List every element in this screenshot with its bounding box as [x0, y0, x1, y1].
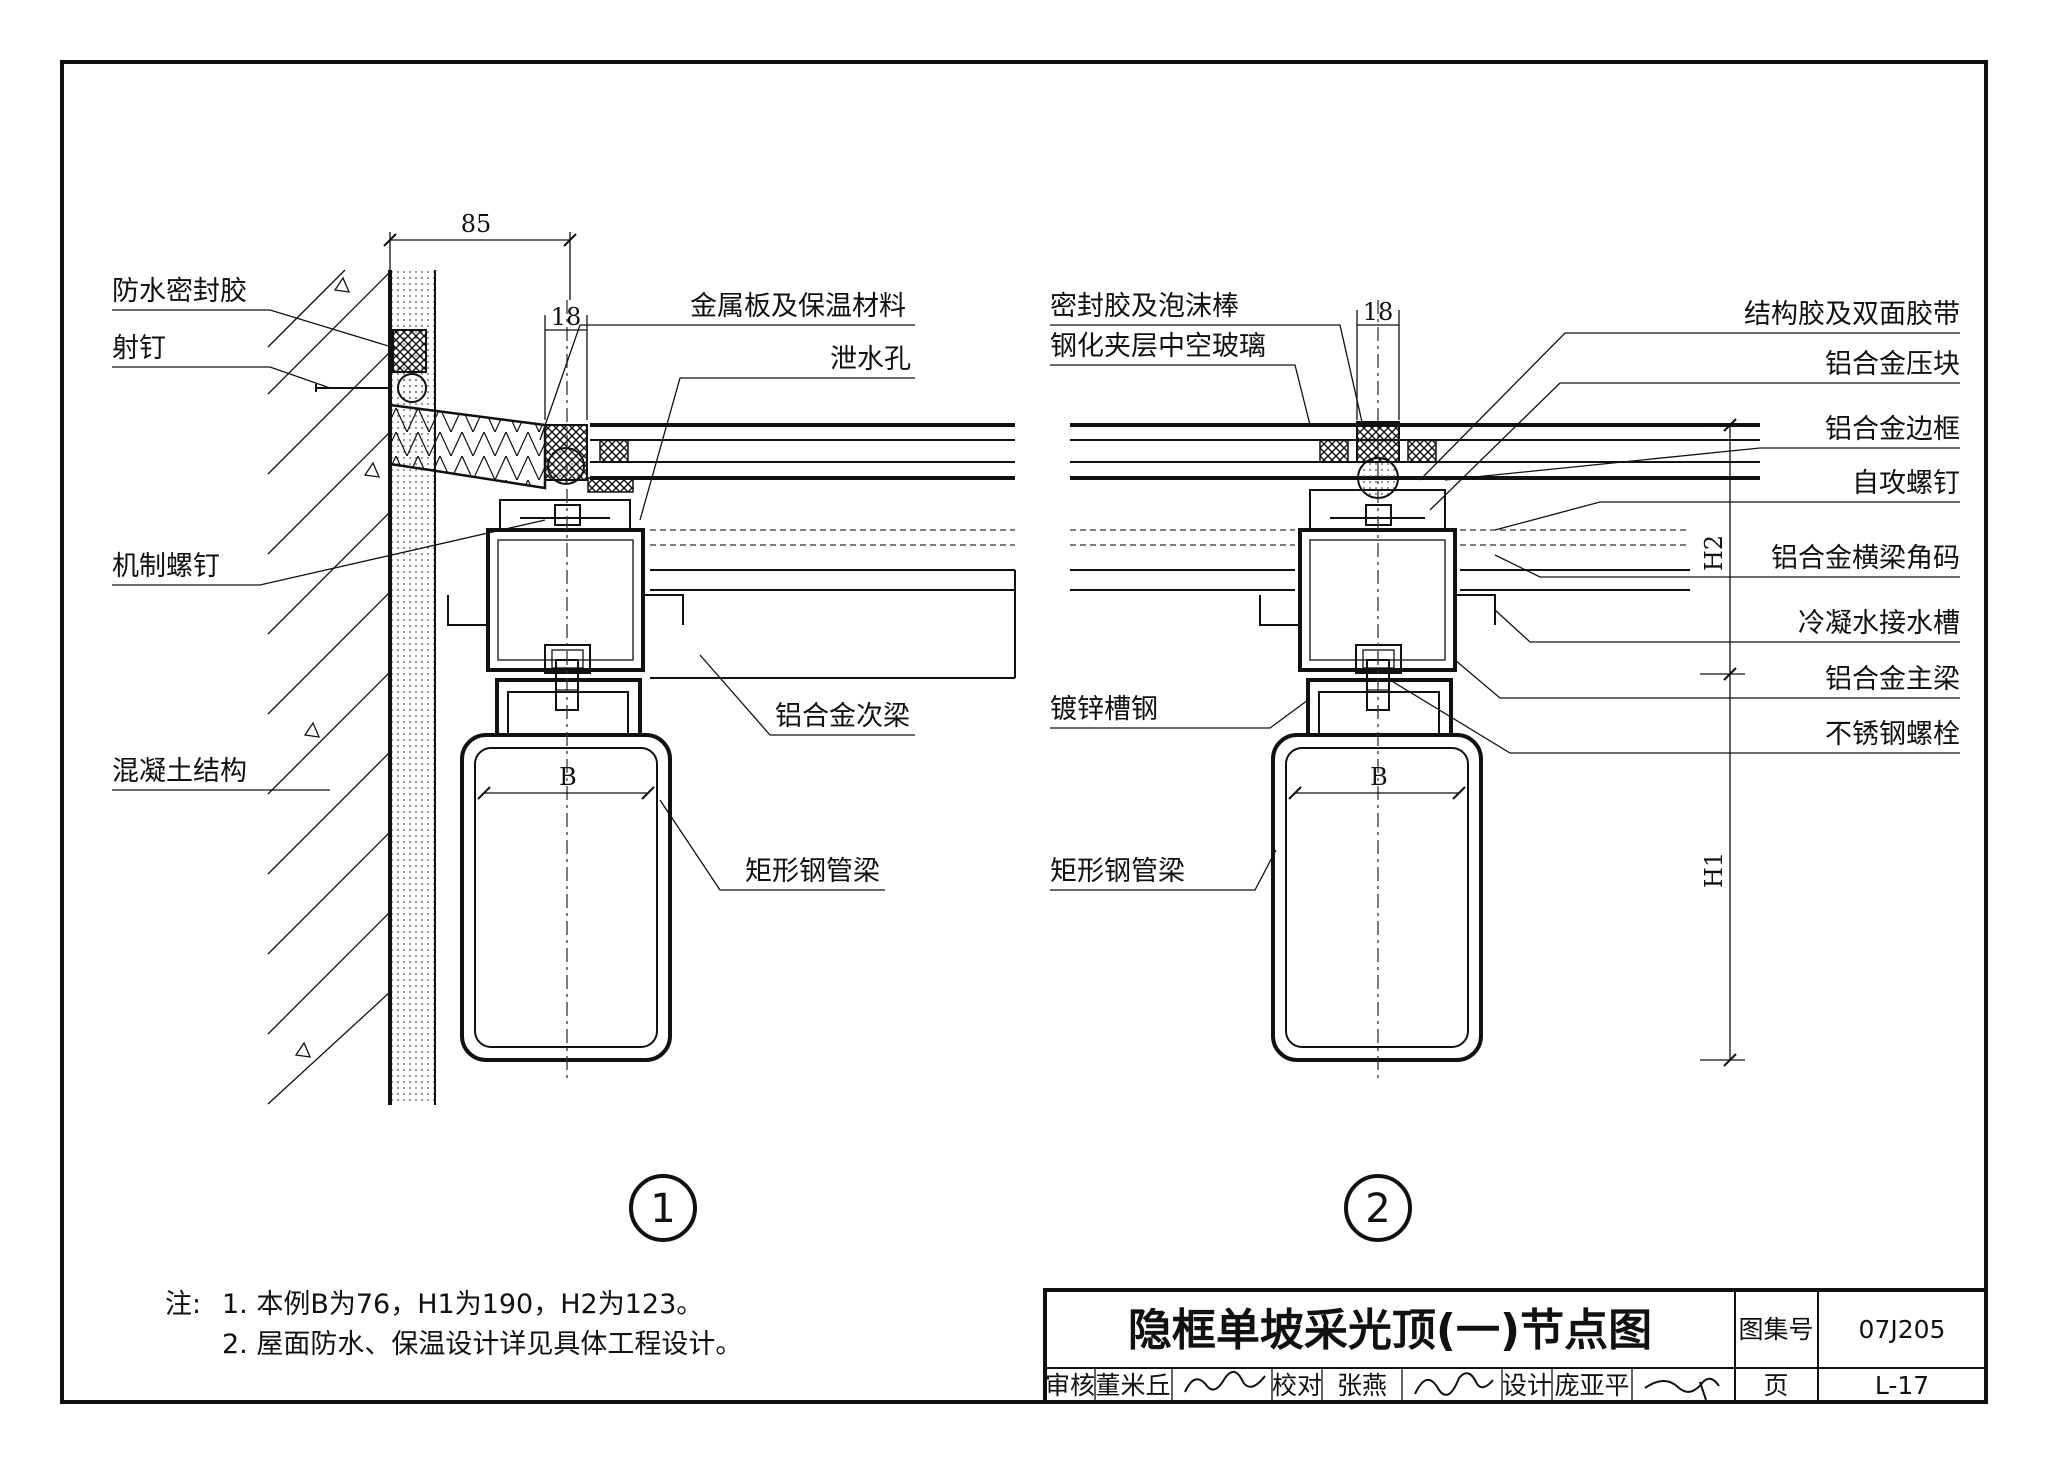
rect-steel-tube-1	[460, 733, 672, 1062]
label-galvanized-channel: 镀锌槽钢	[1050, 694, 1158, 725]
label-aluminum-pressure-block: 铝合金压块	[1825, 349, 1960, 380]
dim-85: 85	[461, 210, 492, 238]
label-metal-plate-insulation: 金属板及保温材料	[690, 291, 906, 322]
label-rect-steel-tube-1: 矩形钢管梁	[745, 856, 880, 887]
dim-18-right: 18	[1363, 298, 1394, 326]
notes: 注: 1. 本例B为76，H1为190，H2为123。 2. 屋面防水、保温设计…	[165, 1289, 742, 1360]
atlas-label: 图集号	[1738, 1315, 1813, 1344]
label-tempered-laminated-glass: 钢化夹层中空玻璃	[1050, 331, 1266, 362]
shot-nail	[315, 384, 390, 392]
galvanized-channel-1	[495, 678, 642, 735]
label-aluminum-frame: 铝合金边框	[1825, 414, 1960, 445]
labels-detail-2: 密封胶及泡沫棒 钢化夹层中空玻璃 镀锌槽钢 矩形钢管梁 结构胶及双面胶带 铝合金…	[1050, 291, 1960, 891]
dimensions: 85 18 18 B B H2 H1	[383, 210, 1745, 1067]
design-label: 设计	[1502, 1371, 1552, 1400]
label-aluminum-crossbeam-corner: 铝合金横梁角码	[1771, 543, 1960, 574]
detail-marker-1: 1	[629, 1174, 697, 1242]
label-waterproof-sealant: 防水密封胶	[112, 276, 247, 307]
rect-steel-tube-2	[1271, 733, 1483, 1062]
waterproof-sealant	[392, 329, 427, 373]
labels-detail-1: 防水密封胶 射钉 机制螺钉 混凝土结构 金属板及保温材料 泄水孔 铝合金次梁 矩…	[112, 276, 915, 891]
drawing-border	[60, 60, 1988, 1404]
label-machine-screw: 机制螺钉	[112, 551, 220, 582]
atlas-number: 07J205	[1859, 1315, 1946, 1344]
dim-b-right: B	[1370, 763, 1388, 791]
dim-h1: H1	[1700, 852, 1728, 888]
secondary-beam-1	[650, 529, 1016, 679]
glass-panel-1	[587, 423, 1015, 493]
detail-1	[267, 269, 1016, 1105]
page-label: 页	[1763, 1371, 1788, 1400]
label-shot-nail: 射钉	[112, 333, 166, 364]
label-rect-steel-tube-2: 矩形钢管梁	[1050, 856, 1185, 887]
page-number: L-17	[1875, 1371, 1929, 1400]
concrete-hatch	[267, 269, 391, 1105]
label-drain-hole: 泄水孔	[830, 344, 911, 375]
label-self-tapping-screw: 自攻螺钉	[1852, 468, 1960, 499]
designer-name: 庞亚平	[1554, 1371, 1629, 1400]
check-label: 校对	[1272, 1371, 1322, 1400]
label-sealant-foam-rod: 密封胶及泡沫棒	[1050, 291, 1239, 322]
glass-panel-2	[1070, 423, 1760, 480]
drawing-title: 隐框单坡采光顶(一)节点图	[1128, 1305, 1652, 1356]
dim-h2: H2	[1700, 535, 1728, 571]
notes-prefix: 注:	[165, 1289, 201, 1320]
title-block: 隐框单坡采光顶(一)节点图 图集号 07J205 审核 董米丘 校对 张燕 设计…	[1043, 1288, 1988, 1404]
label-concrete-structure: 混凝土结构	[112, 756, 247, 787]
secondary-beam-2	[1070, 529, 1690, 591]
detail-2	[1070, 300, 1760, 1080]
notes-line-1: 1. 本例B为76，H1为190，H2为123。	[222, 1289, 703, 1320]
label-aluminum-secondary-beam: 铝合金次梁	[775, 701, 910, 732]
reviewer-signature	[1184, 1371, 1266, 1393]
detail-marker-2-label: 2	[1365, 1186, 1390, 1232]
notes-line-2: 2. 屋面防水、保温设计详见具体工程设计。	[222, 1329, 742, 1360]
galvanized-channel-2	[1306, 678, 1453, 735]
detail-marker-1-label: 1	[650, 1186, 675, 1232]
aluminum-main-beam-1	[447, 499, 684, 674]
reviewer-name: 董米丘	[1095, 1371, 1170, 1400]
checker-signature	[1414, 1372, 1494, 1396]
label-condensate-gutter: 冷凝水接水槽	[1798, 608, 1960, 639]
label-stainless-bolt: 不锈钢螺栓	[1825, 719, 1960, 750]
dim-18-left: 18	[551, 303, 582, 331]
label-aluminum-main-beam: 铝合金主梁	[1825, 664, 1960, 695]
metal-plate-insulation	[388, 403, 547, 490]
sealant-foam-rod	[1356, 421, 1400, 499]
review-label: 审核	[1045, 1371, 1095, 1400]
checker-name: 张燕	[1337, 1371, 1387, 1400]
dim-b-left: B	[559, 763, 577, 791]
label-structural-glue-tape: 结构胶及双面胶带	[1744, 299, 1960, 330]
detail-marker-2: 2	[1344, 1174, 1412, 1242]
designer-signature	[1644, 1377, 1720, 1401]
